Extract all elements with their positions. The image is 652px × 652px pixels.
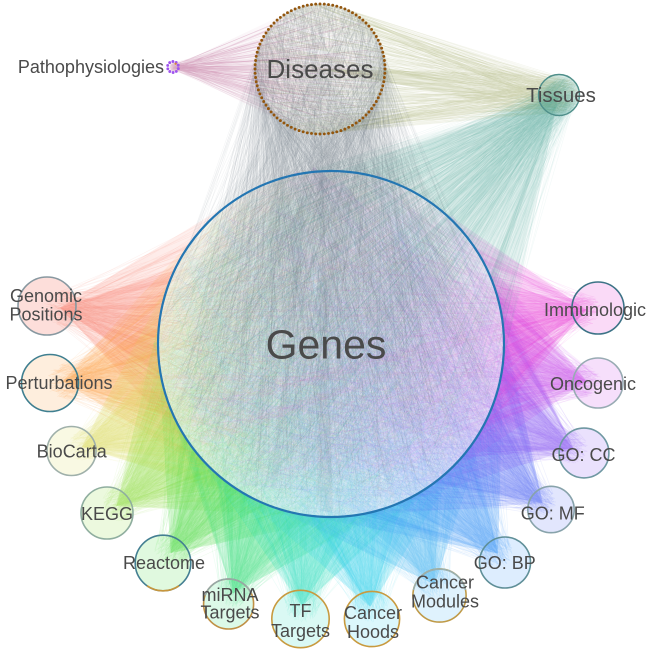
svg-text:Cancer: Cancer <box>416 573 474 593</box>
svg-text:GO: CC: GO: CC <box>551 445 615 465</box>
svg-text:TF: TF <box>290 601 312 621</box>
svg-text:GO: BP: GO: BP <box>474 553 536 573</box>
svg-text:Targets: Targets <box>271 621 330 641</box>
svg-text:Targets: Targets <box>200 603 259 623</box>
svg-text:Modules: Modules <box>411 592 479 612</box>
svg-text:Oncogenic: Oncogenic <box>550 374 636 394</box>
svg-text:Immunologic: Immunologic <box>544 300 646 320</box>
svg-text:Diseases: Diseases <box>267 54 374 84</box>
svg-text:Genomic: Genomic <box>10 286 82 306</box>
svg-text:KEGG: KEGG <box>81 504 133 524</box>
svg-text:Perturbations: Perturbations <box>5 373 112 393</box>
svg-text:Genes: Genes <box>266 322 387 368</box>
svg-text:GO: MF: GO: MF <box>521 504 585 524</box>
svg-text:Reactome: Reactome <box>123 553 205 573</box>
svg-text:BioCarta: BioCarta <box>37 442 108 462</box>
svg-text:Hoods: Hoods <box>347 622 399 642</box>
svg-text:Cancer: Cancer <box>344 603 402 623</box>
svg-text:Pathophysiologies: Pathophysiologies <box>18 57 164 77</box>
svg-text:miRNA: miRNA <box>202 585 259 605</box>
svg-text:Positions: Positions <box>9 305 82 325</box>
svg-text:Tissues: Tissues <box>526 84 596 107</box>
